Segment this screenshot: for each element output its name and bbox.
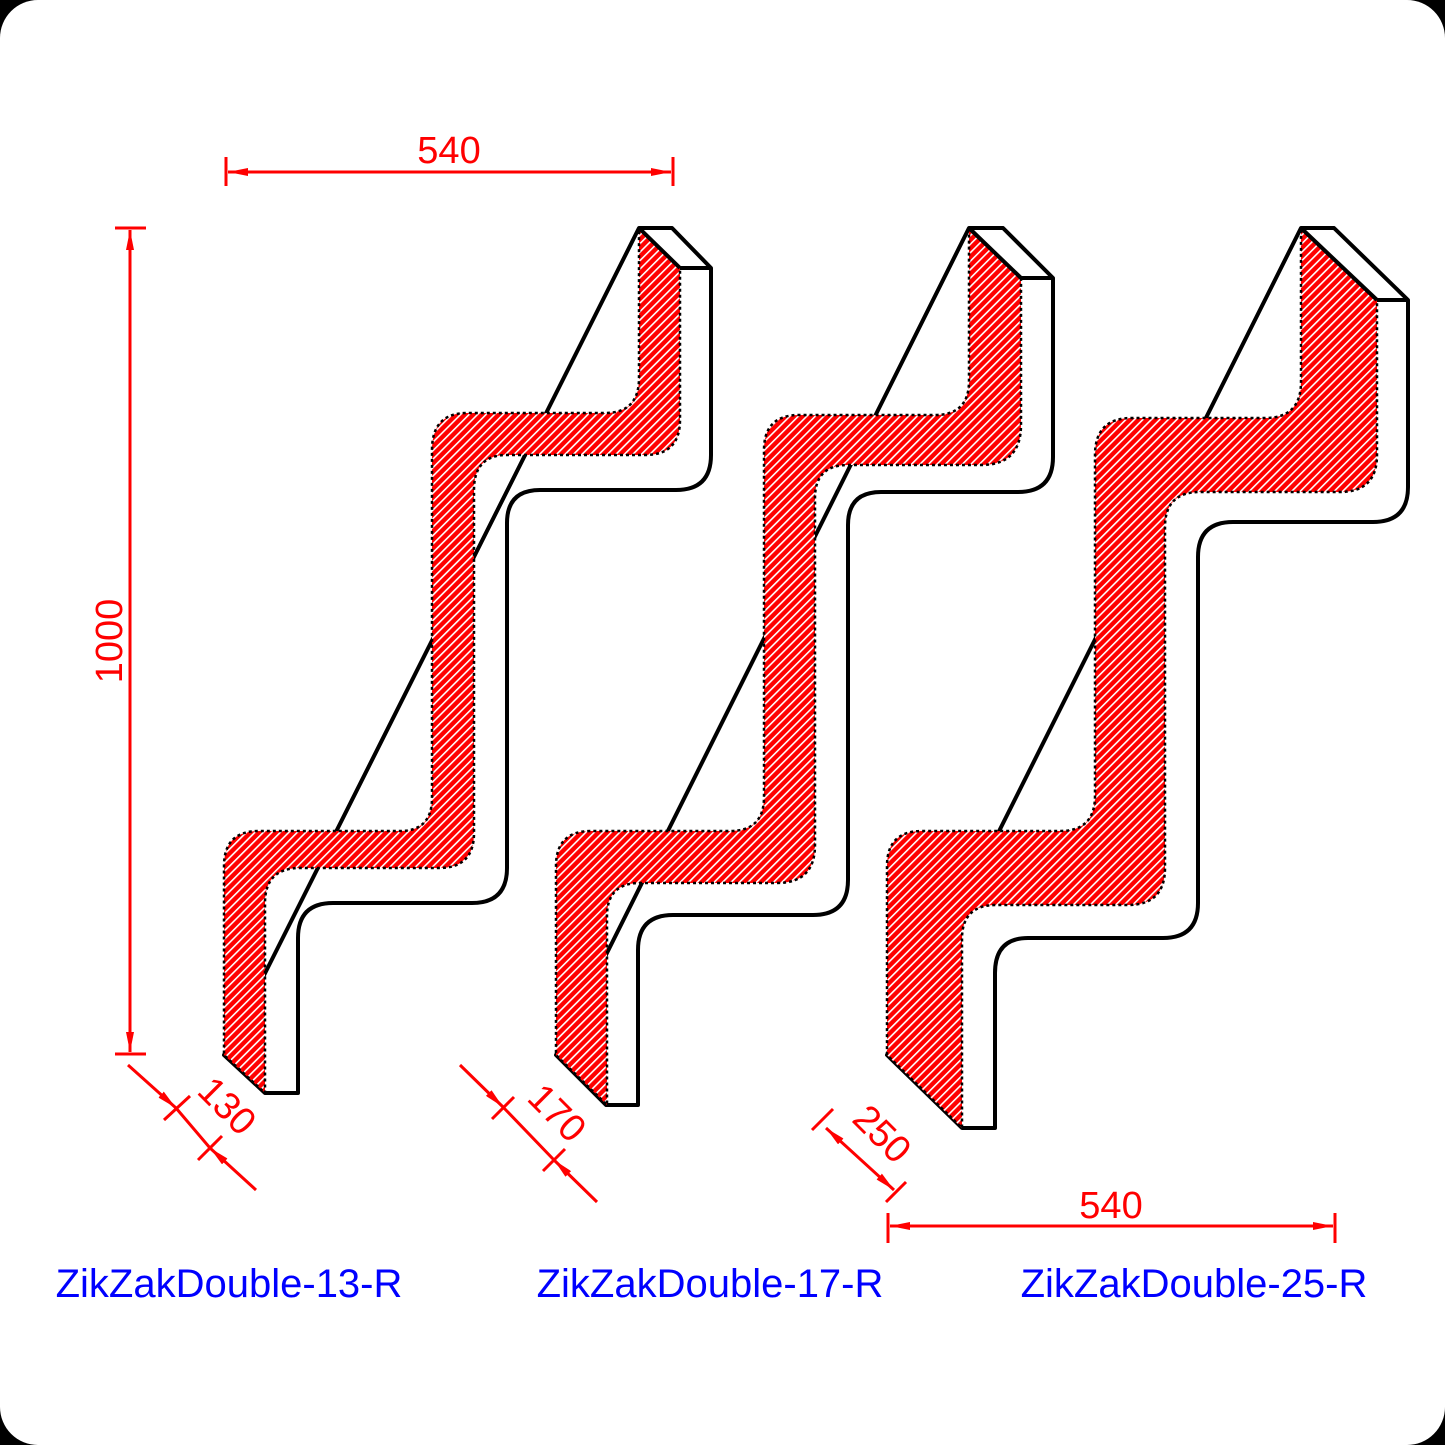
profile-13	[222, 226, 713, 1095]
profile-17-front-face	[554, 226, 1023, 1107]
dimension-height-label: 1000	[89, 599, 131, 684]
profile-25	[885, 226, 1410, 1130]
profile-13-front-face	[222, 226, 682, 1095]
profile-17-top-edge	[967, 226, 1023, 280]
dimension-bottom-width-label: 540	[1079, 1185, 1142, 1227]
dimension-height: 1000	[89, 226, 146, 1056]
dimension-top-width-label: 540	[417, 130, 480, 172]
dimension-bottom-width: 540	[886, 1185, 1337, 1243]
profile-label-17: ZikZakDouble-17-R	[537, 1262, 884, 1306]
dimension-top-width: 540	[224, 130, 675, 186]
dimension-thickness-13: 130	[126, 1063, 264, 1192]
dimension-thickness-17: 170	[458, 1063, 599, 1204]
dimension-thickness-25-label: 250	[844, 1097, 919, 1172]
profile-25-top-edge	[1299, 226, 1379, 302]
dimension-thickness-25: 250	[810, 1097, 919, 1204]
dimension-thickness-17-label: 170	[519, 1076, 594, 1151]
profile-17	[554, 226, 1055, 1107]
profile-13-top-edge	[637, 226, 682, 270]
profile-label-13: ZikZakDouble-13-R	[56, 1262, 403, 1306]
profile-25-front-face	[885, 226, 1379, 1130]
profile-label-25: ZikZakDouble-25-R	[1021, 1262, 1368, 1306]
